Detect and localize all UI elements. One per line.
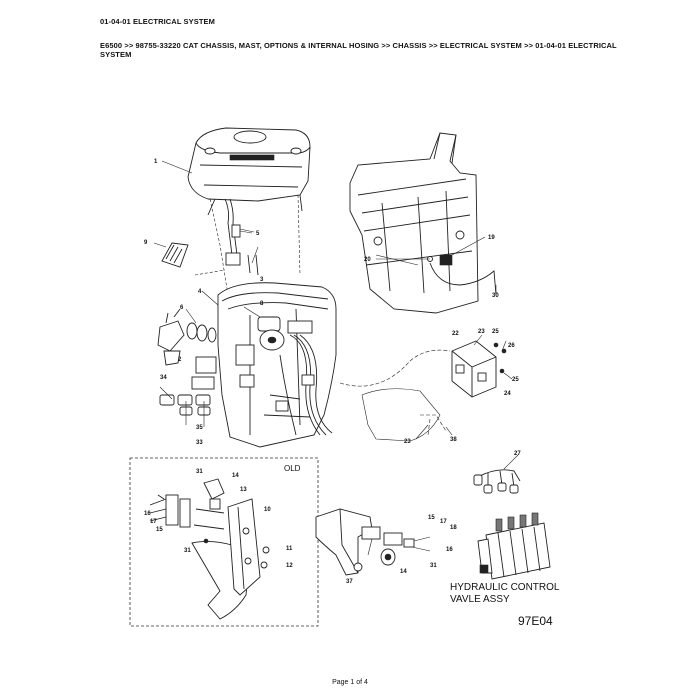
callout-38: 38 — [450, 437, 457, 443]
callout-23-lower: 23 — [404, 439, 411, 445]
callout-old-15: 15 — [156, 527, 163, 533]
callout-3: 3 — [260, 277, 264, 283]
old-label: OLD — [284, 464, 301, 473]
callout-old-13: 13 — [240, 487, 247, 493]
callout-5: 5 — [256, 231, 260, 237]
callout-24: 24 — [504, 391, 511, 397]
dashboard-panel — [187, 127, 311, 216]
new-bracket-assembly — [315, 508, 431, 576]
document-title: 01-04-01 ELECTRICAL SYSTEM — [100, 17, 215, 26]
callout-27: 27 — [514, 451, 521, 457]
callout-19: 19 — [488, 235, 495, 241]
callout-old-10: 10 — [264, 507, 271, 513]
callout-35: 35 — [196, 425, 203, 431]
callout-old-14: 14 — [232, 473, 239, 479]
callout-old-17: 17 — [150, 519, 157, 525]
switch-parts-left — [157, 308, 217, 427]
callout-17: 17 — [440, 519, 447, 525]
callout-1: 1 — [154, 159, 158, 165]
hydraulic-label-line2: VAVLE ASSY — [450, 594, 510, 605]
callout-2: 2 — [178, 357, 182, 363]
callout-4: 4 — [198, 289, 202, 295]
callout-33: 33 — [196, 440, 203, 446]
callout-15: 15 — [428, 515, 435, 521]
relay-module-9 — [161, 242, 189, 268]
callout-old-12: 12 — [286, 563, 293, 569]
breadcrumb: E6500 >> 98755-33220 CAT CHASSIS, MAST, … — [100, 41, 617, 59]
callout-34: 34 — [160, 375, 167, 381]
hydraulic-label-line1: HYDRAULIC CONTROL — [450, 582, 560, 593]
page-footer: Page 1 of 4 — [332, 679, 368, 686]
callout-20: 20 — [364, 257, 371, 263]
mast-frame — [349, 132, 497, 314]
callout-31: 31 — [430, 563, 437, 569]
callout-37: 37 — [346, 579, 353, 585]
callout-old-16: 16 — [144, 511, 151, 517]
panel-harness — [224, 198, 259, 276]
callout-25-lower: 25 — [512, 377, 519, 383]
callout-26: 26 — [508, 343, 515, 349]
callout-old-31-bottom: 31 — [184, 548, 191, 554]
callout-16: 16 — [446, 547, 453, 553]
exploded-parts-diagram: 1 5 3 9 4 6 8 2 34 35 33 19 20 30 22 23 … — [129, 127, 560, 628]
callout-old-31-top: 31 — [196, 469, 203, 475]
callout-25-upper: 25 — [492, 329, 499, 335]
callout-6: 6 — [180, 305, 184, 311]
drawing-code: 97E04 — [518, 614, 553, 628]
callout-23-upper: 23 — [478, 329, 485, 335]
hydraulic-valve-assembly — [477, 512, 551, 580]
leader-lines — [153, 160, 519, 470]
callout-8: 8 — [260, 301, 264, 307]
old-detail-box — [129, 457, 319, 627]
chassis-hood-assembly — [217, 282, 337, 448]
harness-27 — [473, 469, 521, 494]
callout-9: 9 — [144, 240, 148, 246]
callout-18: 18 — [450, 525, 457, 531]
callout-old-11: 11 — [286, 546, 293, 552]
old-bracket-assembly — [149, 478, 270, 620]
callout-22: 22 — [452, 331, 459, 337]
callout-14: 14 — [400, 569, 407, 575]
callout-30: 30 — [492, 293, 499, 299]
controller-box — [451, 340, 507, 398]
